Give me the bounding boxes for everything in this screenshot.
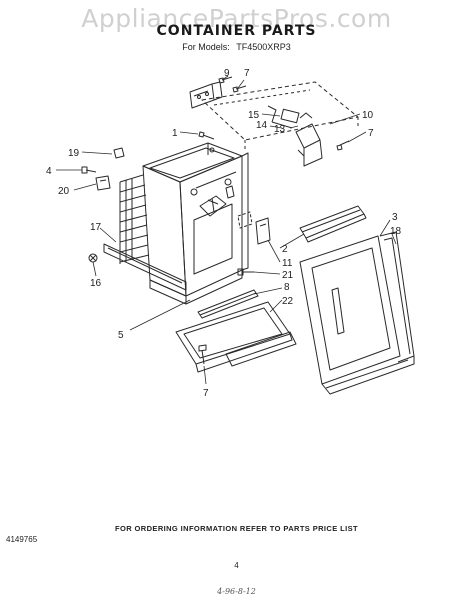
screw-4 [81,166,97,174]
callout-13: 13 [274,124,286,135]
callout-11: 11 [282,258,293,269]
callout-14: 14 [256,120,268,131]
callout-17: 17 [90,222,102,233]
drawer-panel [175,301,297,373]
document-number: 4149765 [6,535,38,544]
models-label: For Models: [182,42,230,52]
callout-10: 10 [362,110,374,121]
leader-lines [56,75,397,385]
callout-21: 21 [282,270,294,281]
callout-16: 16 [90,278,102,289]
page-number: 4 [234,561,239,570]
ordering-note: FOR ORDERING INFORMATION REFER TO PARTS … [115,524,358,533]
page-title: CONTAINER PARTS [156,23,317,39]
callout-22: 22 [282,296,294,307]
lower-bar [197,289,259,319]
callout-7-bottom: 7 [203,388,209,399]
lower-rail [103,243,187,291]
upper-trim [299,205,367,243]
screw-21 [237,268,254,276]
callout-2: 2 [282,244,288,255]
callout-18: 18 [390,226,402,237]
screw-9 [218,76,233,84]
callout-9: 9 [224,68,230,79]
callout-3: 3 [392,212,398,223]
callout-7-right: 7 [368,128,374,139]
model-line: For Models: TF4500XRP3 [0,42,473,52]
watermark: AppliancePartsPros.com [81,4,392,33]
top-bracket [189,81,223,109]
door-frame [299,235,401,385]
callout-8: 8 [284,282,290,293]
door-gasket [321,231,415,395]
bumper-16 [88,253,98,263]
screw-1 [198,131,215,140]
plug-19 [113,147,125,159]
screw-7-right [336,140,350,151]
callout-20: 20 [58,186,70,197]
container-cabinet [119,142,249,305]
callouts: 9 7 10 15 14 13 7 1 19 4 20 3 18 17 2 11… [46,68,402,399]
callout-5: 5 [118,330,124,341]
callout-7-top: 7 [244,68,250,79]
models-value: TF4500XRP3 [236,42,291,52]
callout-19: 19 [68,148,80,159]
top-panel-side [244,117,359,152]
top-panel-inner [213,89,311,106]
handwritten-note: 4-96-8-12 [217,587,256,596]
callout-15: 15 [248,110,260,121]
screw-7-top [232,85,247,93]
screw-7-bottom [198,344,207,365]
callout-4: 4 [46,166,52,177]
switch-assembly [267,105,323,167]
callout-1: 1 [172,128,178,139]
clip-20 [95,175,111,191]
latch-bracket [237,211,271,245]
